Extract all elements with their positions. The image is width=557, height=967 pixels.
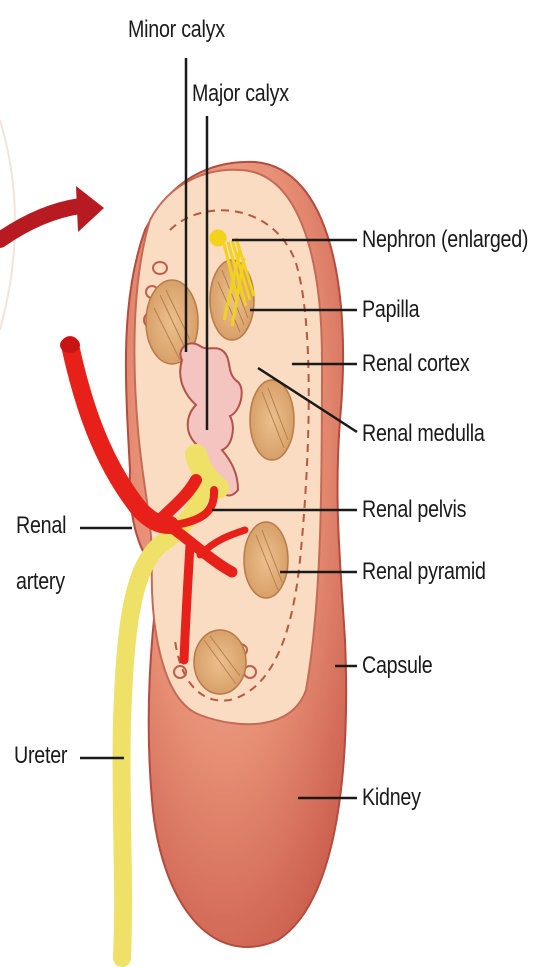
artery-opening bbox=[60, 337, 80, 353]
label-renal-medulla: Renal medulla bbox=[362, 420, 485, 448]
label-capsule: Capsule bbox=[362, 652, 432, 680]
label-papilla: Papilla bbox=[362, 296, 419, 324]
label-renal-cortex: Renal cortex bbox=[362, 350, 470, 378]
label-renal-artery-line2: artery bbox=[16, 568, 65, 596]
label-renal-artery-line1: Renal bbox=[16, 512, 66, 540]
label-major-calyx: Major calyx bbox=[192, 80, 289, 108]
label-renal-pelvis: Renal pelvis bbox=[362, 496, 466, 524]
label-renal-pyramid: Renal pyramid bbox=[362, 558, 486, 586]
label-ureter: Ureter bbox=[14, 742, 67, 770]
label-nephron: Nephron (enlarged) bbox=[362, 226, 528, 254]
label-kidney: Kidney bbox=[362, 784, 421, 812]
label-minor-calyx: Minor calyx bbox=[128, 16, 225, 44]
